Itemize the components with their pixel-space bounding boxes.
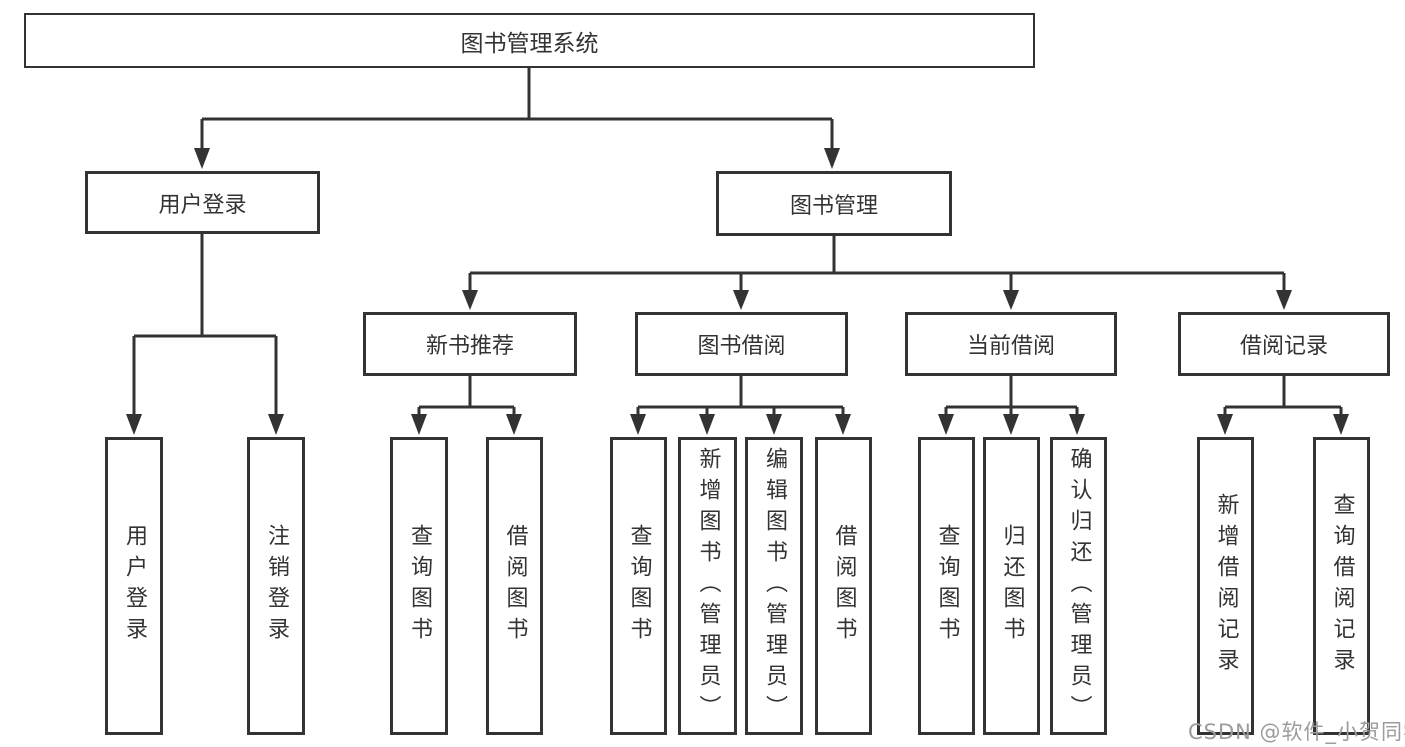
leaf-edit-books-admin: 编辑图书（管理员） xyxy=(745,437,803,735)
node-label: 查询图书 xyxy=(407,524,432,648)
node-label: 新书推荐 xyxy=(425,334,514,359)
node-label: 当前借阅 xyxy=(966,334,1055,359)
node-label: 查询图书 xyxy=(626,524,652,648)
leaf-query-books-current: 查询图书 xyxy=(918,437,975,735)
leaf-borrow-books: 借阅图书 xyxy=(815,437,872,735)
node-label: 注销登录 xyxy=(264,524,289,648)
node-label: 查询图书 xyxy=(934,524,960,648)
leaf-query-books-newbook: 查询图书 xyxy=(390,437,448,735)
leaf-query-books-borrow: 查询图书 xyxy=(610,437,667,735)
node-label: 编辑图书（管理员） xyxy=(762,446,787,726)
leaf-add-books-admin: 新增图书（管理员） xyxy=(678,437,737,735)
node-label: 图书管理 xyxy=(789,193,878,219)
node-label: 图书管理系统 xyxy=(460,30,599,57)
node-label: 用户登录 xyxy=(122,524,147,648)
leaf-logout: 注销登录 xyxy=(247,437,305,735)
arrowhead-group xyxy=(126,148,1349,435)
node-label: 新增图书（管理员） xyxy=(695,446,721,726)
node-label: 借阅图书 xyxy=(831,524,857,648)
node-borrow-records: 借阅记录 xyxy=(1178,312,1390,376)
leaf-confirm-return-admin: 确认归还（管理员） xyxy=(1050,437,1107,735)
node-book-management: 图书管理 xyxy=(716,171,952,236)
leaf-add-borrow-record: 新增借阅记录 xyxy=(1197,437,1254,735)
node-current-borrow: 当前借阅 xyxy=(905,312,1117,376)
node-label: 借阅记录 xyxy=(1239,334,1328,359)
leaf-borrow-books-newbook: 借阅图书 xyxy=(486,437,543,735)
node-label: 图书借阅 xyxy=(697,334,786,359)
leaf-query-borrow-record: 查询借阅记录 xyxy=(1313,437,1370,735)
leaf-user-login: 用户登录 xyxy=(105,437,163,735)
leaf-return-books: 归还图书 xyxy=(983,437,1040,735)
node-label: 用户登录 xyxy=(158,192,247,218)
node-user-login: 用户登录 xyxy=(85,171,320,234)
node-new-book-recommend: 新书推荐 xyxy=(363,312,577,376)
node-label: 确认归还（管理员） xyxy=(1066,446,1092,726)
node-library-management-system: 图书管理系统 xyxy=(24,13,1035,68)
csdn-watermark: CSDN @软件_小贺同学 xyxy=(1188,720,1405,744)
node-label: 借阅图书 xyxy=(502,524,528,648)
node-label: 新增借阅记录 xyxy=(1213,493,1239,679)
node-label: 归还图书 xyxy=(999,524,1025,648)
node-book-borrow: 图书借阅 xyxy=(635,312,848,376)
node-label: 查询借阅记录 xyxy=(1329,493,1355,679)
